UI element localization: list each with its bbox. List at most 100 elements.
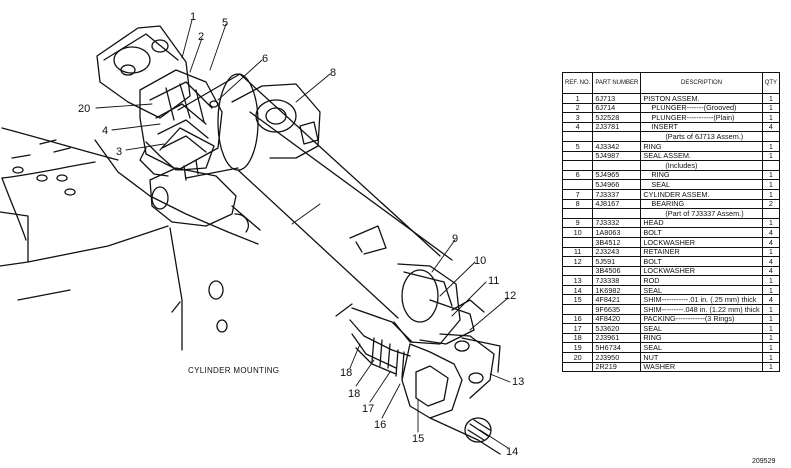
part-number-cell: 7J3332	[592, 217, 642, 229]
callout-15: 15	[412, 433, 424, 445]
callout-10: 10	[474, 255, 486, 267]
callout-18-lower: 18	[348, 388, 360, 400]
description-cell: BOLT	[640, 256, 763, 267]
qty-cell: 1	[761, 102, 781, 114]
part-number-cell: 9F6635	[592, 304, 642, 315]
ref-cell: 14	[561, 284, 594, 296]
part-number-cell: 6J713	[592, 93, 642, 104]
description-cell: RING	[640, 140, 763, 152]
description-cell: (Includes)	[640, 160, 763, 171]
ref-cell	[561, 361, 594, 373]
part-number-cell: 3B4512	[592, 236, 642, 248]
header-ref-no: REF. NO.	[561, 72, 594, 94]
ref-cell: 7	[561, 188, 594, 200]
ref-cell: 2	[561, 102, 594, 114]
callout-13: 13	[512, 376, 524, 388]
description-cell: CYLINDER ASSEM.	[640, 188, 763, 200]
part-number-cell: 1K6982	[592, 284, 642, 296]
part-number-cell: 7J3337	[592, 188, 642, 200]
part-number-cell: 5J3620	[592, 323, 642, 334]
ref-cell	[561, 179, 594, 190]
qty-cell: 4	[761, 294, 781, 306]
description-cell: RETAINER	[640, 246, 763, 258]
upper-mounting-bracket	[149, 83, 321, 231]
callout-3: 3	[116, 146, 122, 158]
description-cell: BOLT	[640, 227, 763, 238]
description-cell: SHIM-----------.01 in. (.25 mm) thick	[640, 294, 763, 306]
ref-cell: 17	[561, 323, 594, 334]
part-number-cell: 5J591	[592, 256, 642, 267]
callout-9: 9	[452, 233, 458, 245]
part-number-cell: 7J3338	[592, 275, 642, 286]
description-cell: PLUNGER-----------(Plain)	[640, 112, 763, 123]
part-number-cell: 3B4506	[592, 265, 642, 277]
description-cell: ROD	[640, 275, 763, 286]
part-number-cell: 2J3781	[592, 121, 642, 133]
callout-18-upper: 18	[340, 367, 352, 379]
callout-17: 17	[362, 403, 374, 415]
description-cell: SEAL ASSEM.	[640, 150, 763, 162]
description-cell: PISTON ASSEM.	[640, 93, 763, 104]
qty-cell: 1	[761, 342, 781, 354]
ref-cell: 12	[561, 256, 594, 267]
ref-cell	[561, 160, 594, 171]
callout-6: 6	[262, 53, 268, 65]
qty-cell: 4	[761, 236, 781, 248]
description-cell: SEAL	[640, 179, 763, 190]
part-number-cell: 2J3243	[592, 246, 642, 258]
callout-4: 4	[102, 125, 108, 137]
qty-cell	[761, 131, 781, 142]
ref-cell: 19	[561, 342, 594, 354]
parts-table-header: REF. NO. PART NUMBER DESCRIPTION QTY	[561, 72, 781, 94]
qty-cell: 1	[761, 150, 781, 162]
qty-cell: 4	[761, 256, 781, 267]
description-cell: INSERT	[640, 121, 763, 133]
ref-cell: 9	[561, 217, 594, 229]
qty-cell	[761, 160, 781, 171]
description-cell: RING	[640, 169, 763, 181]
qty-cell: 2	[761, 198, 781, 210]
part-number-cell: 5J4987	[592, 150, 642, 162]
cylinder-barrel	[177, 73, 453, 319]
part-number-cell: 4F8420	[592, 313, 642, 325]
diagram-caption: CYLINDER MOUNTING	[188, 366, 279, 375]
callout-20: 20	[78, 103, 90, 115]
ref-cell: 5	[561, 140, 594, 152]
qty-cell: 1	[761, 332, 781, 344]
part-number-cell	[592, 208, 642, 219]
qty-cell: 1	[761, 246, 781, 258]
figure-number: 209529	[752, 458, 775, 465]
description-cell: SEAL	[640, 284, 763, 296]
ref-cell: 4	[561, 121, 594, 133]
description-cell: SEAL	[640, 342, 763, 354]
qty-cell: 1	[761, 352, 781, 363]
part-number-cell: 5H6734	[592, 342, 642, 354]
description-cell: PLUNGER-------(Grooved)	[640, 102, 763, 114]
ref-cell: 8	[561, 198, 594, 210]
part-number-cell	[592, 160, 642, 171]
part-number-cell: 4J8167	[592, 198, 642, 210]
callout-2: 2	[198, 31, 204, 43]
qty-cell: 4	[761, 227, 781, 238]
qty-cell: 1	[761, 313, 781, 325]
header-description: DESCRIPTION	[640, 72, 763, 94]
